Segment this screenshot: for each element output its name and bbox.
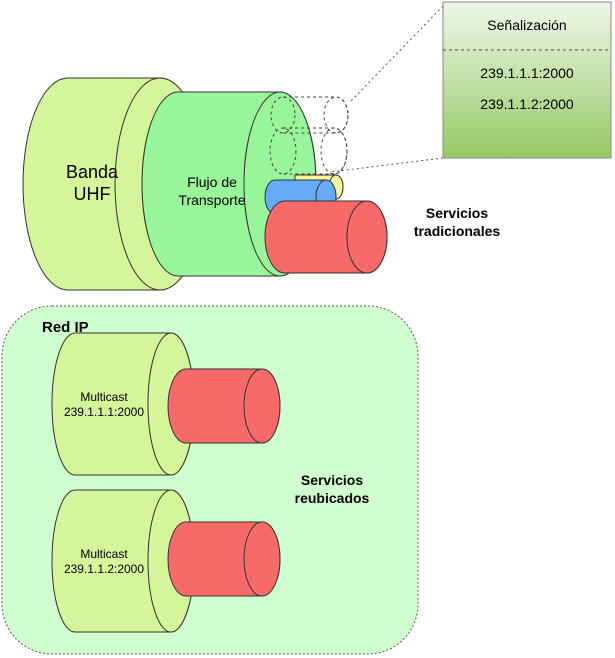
signaling-title: Señalización: [487, 17, 566, 33]
uhf-label-line1: Banda: [66, 162, 119, 182]
relocated-service-placeholder-1: [270, 96, 349, 134]
signaling-connector-top: [349, 5, 444, 103]
ip-network-title: Red IP: [42, 319, 89, 336]
uhf-label-line2: UHF: [74, 184, 111, 204]
relocated-service-1: [167, 368, 281, 444]
multicast-2-label-line2: 239.1.1.2:2000: [64, 562, 144, 576]
multicast-1-label-line1: Multicast: [80, 390, 128, 404]
traditional-service-red: [264, 200, 388, 274]
relocated-service-2: [167, 521, 281, 597]
signaling-connector-bottom: [329, 157, 444, 173]
relocated-service-placeholder-2: [269, 127, 348, 175]
traditional-services-label-line1: Servicios: [426, 205, 488, 221]
transport-label-line1: Flujo de: [187, 174, 237, 190]
signaling-table: [442, 1, 612, 159]
traditional-services-label-line2: tradicionales: [414, 223, 501, 239]
signaling-entry-1: 239.1.1.1:2000: [480, 65, 574, 81]
transport-label-line2: Transporte: [178, 192, 245, 208]
multicast-1-label-line2: 239.1.1.1:2000: [64, 405, 144, 419]
signaling-entry-2: 239.1.1.2:2000: [480, 96, 574, 112]
multicast-2-label-line1: Multicast: [80, 547, 128, 561]
relocated-services-label-line2: reubicados: [295, 490, 370, 506]
relocated-services-label-line1: Servicios: [301, 472, 363, 488]
